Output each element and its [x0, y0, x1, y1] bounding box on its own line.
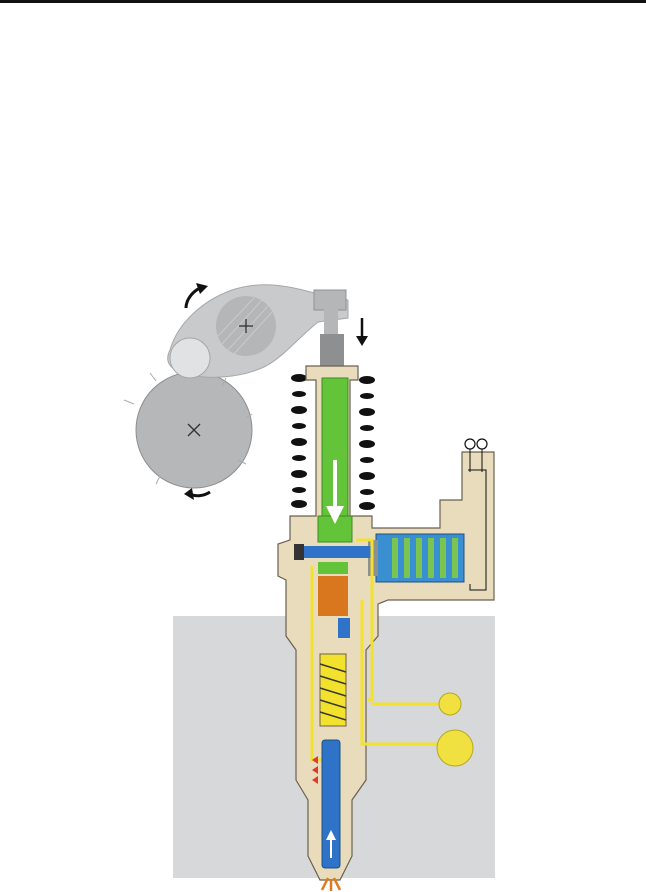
- plunger-flow-arrow: [326, 506, 344, 524]
- return-spring: [291, 374, 375, 510]
- injection-spray: [320, 877, 342, 891]
- electrical-connector: [464, 438, 488, 591]
- camshaft: [123, 371, 253, 489]
- nozzle-spring: [319, 618, 350, 727]
- rocker-rotation-arrowhead: [196, 283, 208, 294]
- rocker-rotation-arrow: [184, 286, 201, 309]
- high-pressure-chamber: [318, 562, 348, 574]
- nozzle-needle: [321, 739, 341, 869]
- plunger-down-arrowhead: [356, 336, 368, 346]
- fuel-return-port: [438, 692, 462, 716]
- pressure-marks: [312, 756, 318, 784]
- valve-block: [318, 576, 348, 616]
- rocker-arm: [167, 284, 349, 379]
- top-rule: [0, 0, 646, 3]
- fuel-supply-port: [436, 729, 474, 767]
- fuel-flow-up-arrow: [326, 830, 336, 840]
- cam-rotation-arrowhead: [184, 488, 194, 500]
